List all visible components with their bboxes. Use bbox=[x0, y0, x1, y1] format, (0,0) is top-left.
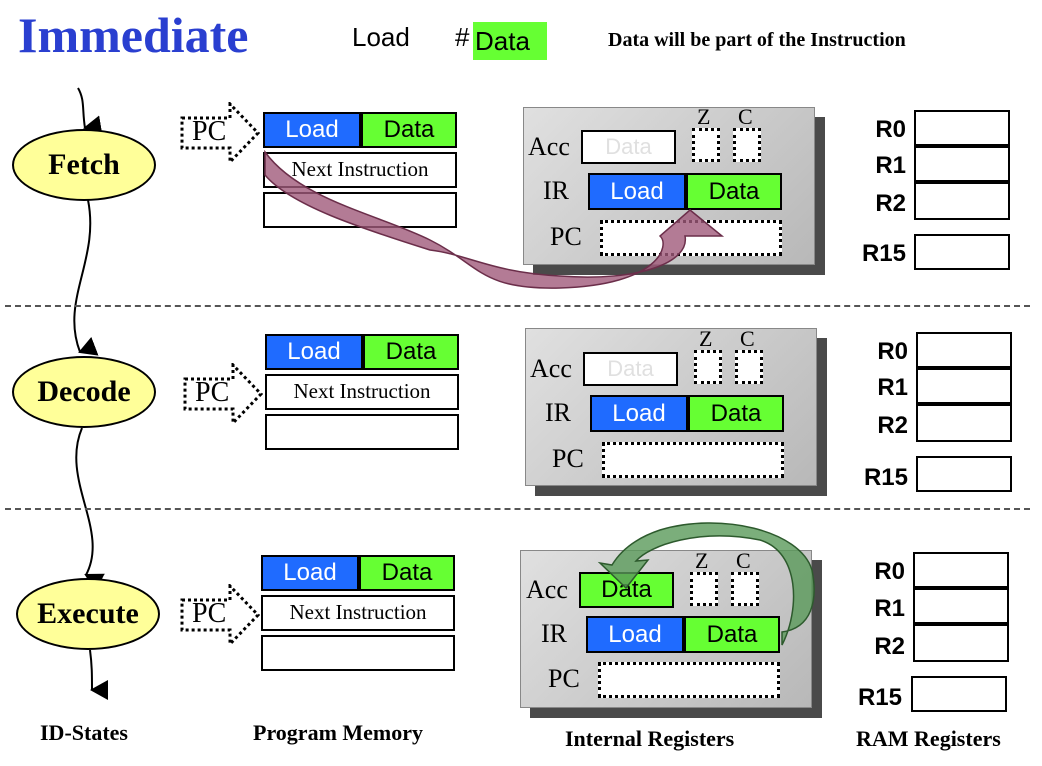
pc-pointer-label: PC bbox=[192, 116, 227, 147]
ir-load-cell: Load bbox=[588, 173, 686, 210]
pc-pointer-label: PC bbox=[192, 598, 227, 629]
ram-r15 bbox=[916, 456, 1012, 492]
state-execute: Execute bbox=[16, 578, 160, 650]
c-flag-box bbox=[731, 572, 759, 606]
r15-label: R15 bbox=[863, 464, 908, 491]
z-flag-box bbox=[694, 350, 722, 384]
footer-ram-registers: RAM Registers bbox=[856, 726, 1001, 751]
ram-r0 bbox=[914, 110, 1010, 146]
z-flag-label: Z bbox=[697, 104, 711, 129]
memory-data-cell: Data bbox=[359, 555, 455, 591]
instruction-hash-label: # bbox=[455, 22, 470, 52]
pc-pointer-arrow: PC bbox=[180, 582, 261, 648]
c-flag-label: C bbox=[736, 548, 751, 573]
pc-register bbox=[598, 662, 780, 698]
pc-register-label: PC bbox=[548, 664, 580, 693]
ir-data-cell: Data bbox=[684, 616, 780, 653]
memory-next-instruction: Next Instruction bbox=[261, 595, 455, 631]
c-flag-box bbox=[733, 128, 761, 162]
r1-label: R1 bbox=[877, 374, 908, 401]
ir-load-cell: Load bbox=[590, 395, 688, 432]
pc-pointer-arrow: PC bbox=[180, 100, 261, 166]
memory-empty-cell bbox=[265, 414, 459, 450]
acc-label: Acc bbox=[526, 575, 568, 604]
r0-label: R0 bbox=[877, 338, 908, 365]
r0-label: R0 bbox=[874, 558, 905, 585]
instruction-load-label: Load bbox=[352, 22, 410, 52]
r2-label: R2 bbox=[874, 633, 905, 660]
state-decode: Decode bbox=[12, 356, 156, 428]
pc-register-label: PC bbox=[550, 222, 582, 251]
ram-r15 bbox=[911, 676, 1007, 712]
r15-label: R15 bbox=[861, 240, 906, 267]
ram-r2 bbox=[913, 624, 1009, 662]
memory-data-cell: Data bbox=[363, 334, 459, 370]
footer-id-states: ID-States bbox=[40, 720, 128, 745]
r2-label: R2 bbox=[877, 412, 908, 439]
ram-r2 bbox=[914, 182, 1010, 220]
ram-r1 bbox=[913, 588, 1009, 624]
z-flag-label: Z bbox=[699, 326, 713, 351]
r15-label: R15 bbox=[857, 684, 902, 711]
memory-load-cell: Load bbox=[261, 555, 359, 591]
c-flag-box bbox=[735, 350, 763, 384]
r1-label: R1 bbox=[874, 595, 905, 622]
z-flag-label: Z bbox=[695, 548, 709, 573]
acc-label: Acc bbox=[528, 132, 570, 161]
memory-next-instruction: Next Instruction bbox=[265, 374, 459, 410]
ir-data-cell: Data bbox=[688, 395, 784, 432]
acc-register: Data bbox=[583, 352, 678, 386]
r2-label: R2 bbox=[875, 190, 906, 217]
ram-r0 bbox=[913, 552, 1009, 588]
section-divider bbox=[5, 508, 1030, 510]
ram-r1 bbox=[914, 146, 1010, 182]
ir-label: IR bbox=[545, 398, 571, 427]
pc-pointer-arrow: PC bbox=[183, 361, 264, 427]
memory-load-cell: Load bbox=[263, 112, 361, 148]
pc-pointer-label: PC bbox=[195, 377, 230, 408]
footer-program-memory: Program Memory bbox=[253, 720, 424, 745]
ram-r15 bbox=[914, 234, 1010, 270]
ram-r2 bbox=[916, 404, 1012, 442]
pc-register-label: PC bbox=[552, 444, 584, 473]
memory-empty-cell bbox=[261, 635, 455, 671]
r0-label: R0 bbox=[875, 116, 906, 143]
state-fetch: Fetch bbox=[12, 129, 156, 201]
r1-label: R1 bbox=[875, 152, 906, 179]
ir-data-cell: Data bbox=[686, 173, 782, 210]
footer-internal-registers: Internal Registers bbox=[565, 726, 735, 751]
acc-register: Data bbox=[581, 130, 676, 164]
ram-r0 bbox=[916, 332, 1012, 368]
ir-label: IR bbox=[541, 619, 567, 648]
memory-load-cell: Load bbox=[265, 334, 363, 370]
ir-load-cell: Load bbox=[586, 616, 684, 653]
z-flag-box bbox=[690, 572, 718, 606]
ram-r1 bbox=[916, 368, 1012, 404]
z-flag-box bbox=[692, 128, 720, 162]
section-divider bbox=[5, 305, 1030, 307]
instruction-data-label: Data bbox=[473, 22, 547, 60]
ir-label: IR bbox=[543, 176, 569, 205]
acc-label: Acc bbox=[530, 354, 572, 383]
c-flag-label: C bbox=[738, 104, 753, 129]
page-title: Immediate bbox=[18, 7, 249, 63]
pc-register bbox=[602, 442, 784, 478]
header-note: Data will be part of the Instruction bbox=[608, 29, 906, 51]
memory-data-cell: Data bbox=[361, 112, 457, 148]
c-flag-label: C bbox=[740, 326, 755, 351]
